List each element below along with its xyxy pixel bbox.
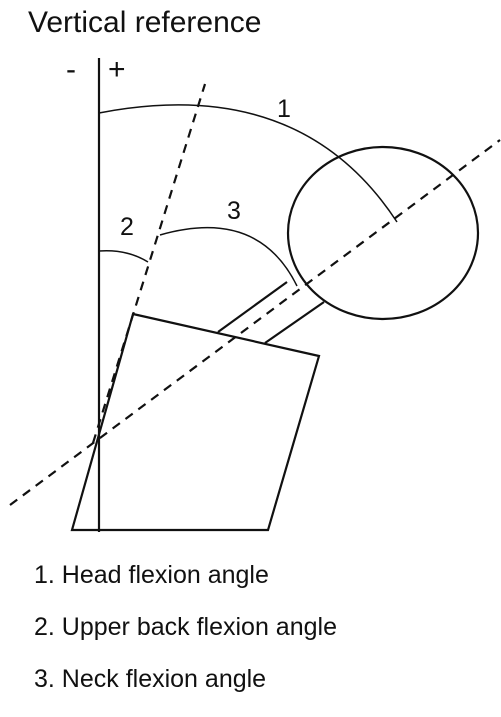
neck-upper-edge [217, 281, 288, 333]
vertical-reference-title: Vertical reference [28, 6, 262, 39]
upper-back-axis-dashed-line [91, 83, 207, 444]
flexion-angle-diagram [9, 58, 501, 532]
neck-flexion-arc [159, 226, 298, 287]
head-flexion-arc [98, 104, 398, 223]
neck-lower-edge [264, 301, 325, 344]
legend-item-head-flexion: 1. Head flexion angle [34, 561, 269, 589]
legend-item-upper-back-flexion: 2. Upper back flexion angle [34, 613, 337, 641]
legend-item-neck-flexion: 3. Neck flexion angle [34, 665, 267, 693]
angle-legend: 1. Head flexion angle 2. Upper back flex… [34, 561, 337, 717]
head-circle [286, 145, 480, 321]
plus-sign: + [108, 53, 126, 86]
upper-back-flexion-arc [98, 249, 149, 263]
torso-shape [70, 312, 321, 532]
angle-label-1: 1 [277, 95, 291, 123]
angle-label-3: 3 [227, 197, 241, 225]
angle-label-2: 2 [120, 213, 134, 241]
head-neck-axis-dashed-line [9, 139, 501, 506]
minus-sign: - [66, 53, 76, 86]
diagram-canvas: Vertical reference - + 1 2 3 1. Head fle… [9, 6, 501, 693]
